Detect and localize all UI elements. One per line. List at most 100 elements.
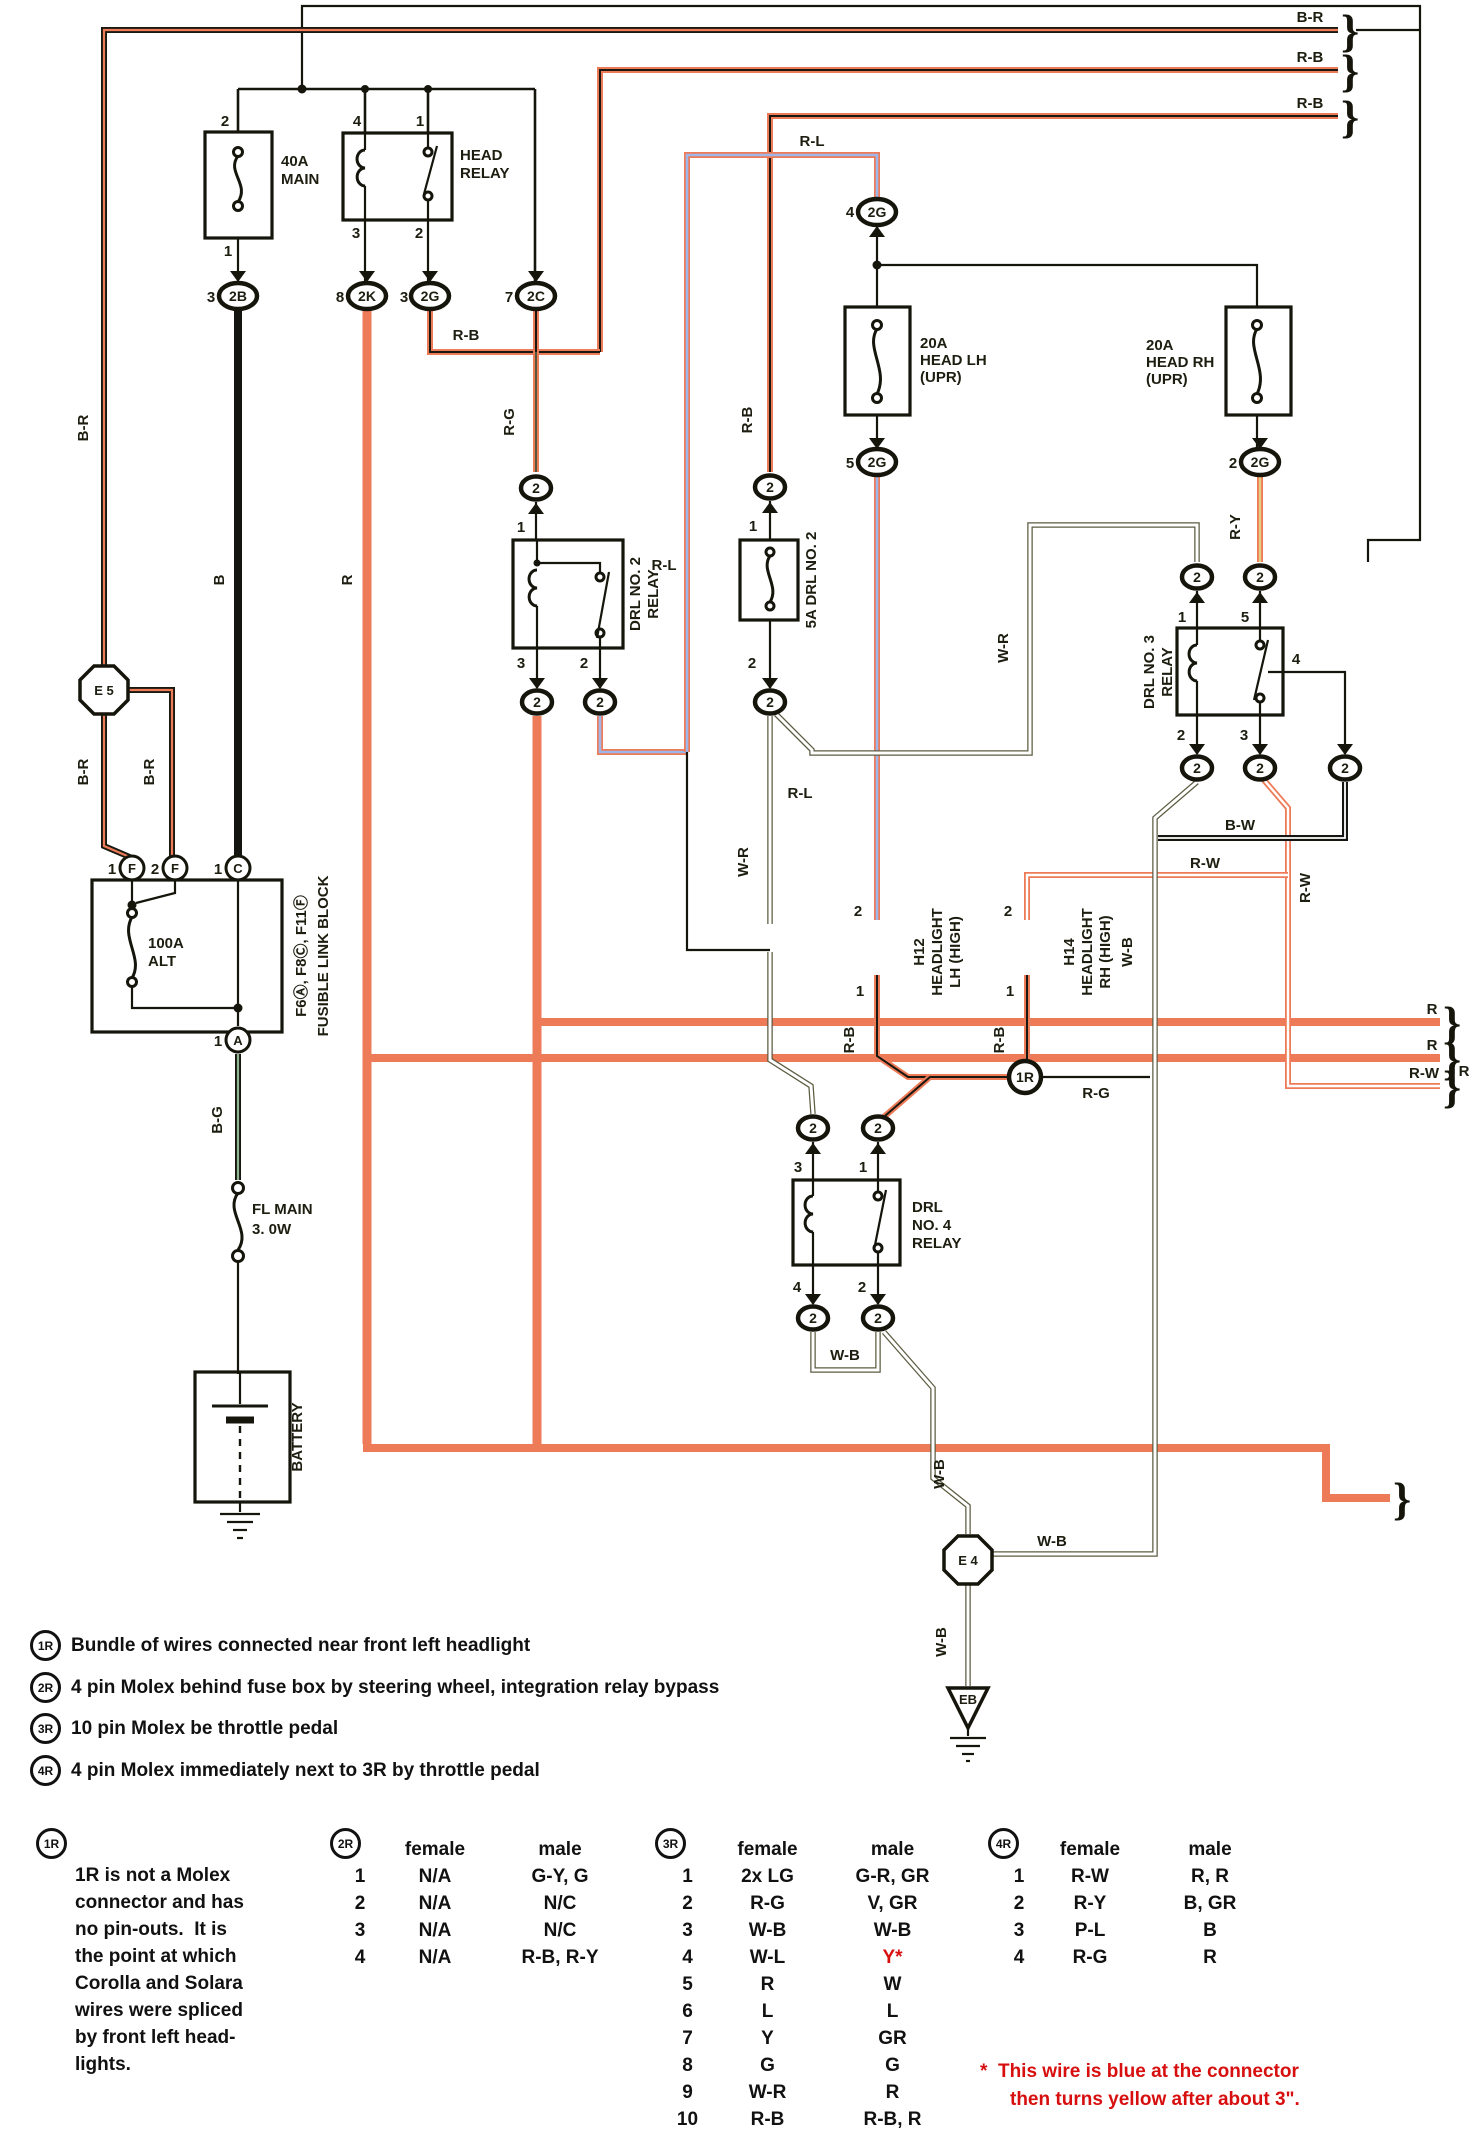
svg-text:R-B: R-B [991, 1027, 1008, 1054]
svg-text:RELAY: RELAY [645, 569, 662, 618]
svg-text:RH (HIGH): RH (HIGH) [1097, 915, 1114, 988]
svg-text:2G: 2G [421, 288, 440, 304]
svg-text:HEAD LH: HEAD LH [920, 352, 987, 369]
wire-labels: B-R R-B R-B B-R B-R B-R B R R-B R-G R-L … [75, 9, 1470, 1657]
svg-text:RELAY: RELAY [1159, 647, 1176, 696]
wire-w-r [767, 522, 1200, 1115]
wire-r-2k [362, 310, 1440, 1502]
svg-text:}: } [1443, 1033, 1461, 1084]
connector-e5: E 5 [78, 664, 130, 716]
svg-text:E 5: E 5 [94, 683, 114, 698]
svg-text:2: 2 [1193, 760, 1201, 776]
svg-text:R: R [339, 574, 356, 585]
wire-top-black-feed [300, 4, 1422, 562]
connector-2g-2: 2G 2 [1229, 438, 1282, 478]
ground-eb: EB [945, 1686, 991, 1763]
svg-text:C: C [233, 861, 243, 876]
svg-text:2: 2 [766, 479, 774, 495]
svg-text:R-W: R-W [1190, 855, 1221, 872]
fuse-lh-label: 20A [920, 335, 948, 352]
svg-text:R-G: R-G [1082, 1085, 1110, 1102]
col-male: male [1188, 1839, 1232, 1860]
svg-text:2C: 2C [527, 288, 545, 304]
svg-text:R-L: R-L [788, 785, 813, 802]
svg-text:2: 2 [415, 225, 423, 242]
note-2r-badge: 2R [30, 1672, 61, 1703]
svg-text:LH (HIGH): LH (HIGH) [947, 916, 964, 988]
svg-text:R-B: R-B [841, 1027, 858, 1054]
note-3r-badge: 3R [30, 1713, 61, 1744]
svg-text:2: 2 [874, 1310, 882, 1326]
svg-text:}: } [1341, 91, 1359, 142]
svg-text:2: 2 [1256, 760, 1264, 776]
svg-text:3: 3 [794, 1159, 802, 1176]
svg-text:1: 1 [1178, 609, 1186, 626]
svg-text:RELAY: RELAY [912, 1235, 961, 1252]
wire-splice-black [685, 752, 770, 952]
svg-text:3: 3 [1240, 727, 1248, 744]
relay-drl4-label: DRL [912, 1199, 943, 1216]
svg-text:W-B: W-B [933, 1627, 950, 1657]
fuse-40a-main: 40A MAIN 2 1 [203, 113, 319, 260]
relay-drl3: 2 2 1 5 DRL NO. 3 RELAY 4 2 3 2 2 2 [1141, 563, 1363, 782]
col-female: female [1059, 1839, 1121, 1860]
note-1r: 1R Bundle of wires connected near front … [30, 1630, 530, 1661]
svg-text:2: 2 [1004, 903, 1012, 920]
red-wire-value: Y* [882, 1947, 903, 1968]
note-2r: 2R 4 pin Molex behind fuse box by steeri… [30, 1672, 719, 1703]
svg-text:HEAD RH: HEAD RH [1146, 354, 1214, 371]
note-2r-text: 4 pin Molex behind fuse box by steering … [71, 1676, 720, 1698]
col-female: female [404, 1839, 466, 1860]
svg-text:2G: 2G [1251, 454, 1270, 470]
svg-text:(UPR): (UPR) [1146, 371, 1188, 388]
wire-r-l [597, 152, 880, 920]
note-3r: 3R 10 pin Molex be throttle pedal [30, 1713, 338, 1744]
wire-r-b-exports [597, 67, 1338, 472]
relay-head-label: HEAD [460, 147, 503, 164]
svg-text:W-B: W-B [830, 1347, 860, 1364]
svg-text:B-R: B-R [1297, 9, 1324, 26]
svg-text:}: } [1341, 45, 1359, 96]
fusible-link-fl-main: FL MAIN 3. 0W [231, 1181, 313, 1263]
headlight-h12: 2 1 H12 HEADLIGHT LH (HIGH) [854, 903, 964, 1000]
note-3r-text: 10 pin Molex be throttle pedal [71, 1717, 339, 1739]
connector-2g-3: 2G 3 [400, 271, 452, 312]
svg-text:}: } [1393, 1473, 1411, 1524]
svg-text:4: 4 [1292, 651, 1301, 668]
svg-text:A: A [233, 1033, 243, 1048]
svg-text:R-B: R-B [453, 327, 480, 344]
svg-text:F6Ⓐ, F8Ⓒ, F11Ⓕ: F6Ⓐ, F8Ⓒ, F11Ⓕ [292, 895, 310, 1017]
svg-text:2: 2 [1341, 760, 1349, 776]
svg-text:8: 8 [336, 289, 344, 306]
svg-text:1: 1 [224, 243, 232, 260]
wire-head-fuse-feeds [872, 226, 1259, 448]
svg-text:2G: 2G [868, 454, 887, 470]
wire-r-w [1024, 778, 1440, 1089]
table-2r-badge: 2R [330, 1828, 361, 1859]
svg-text:3: 3 [352, 225, 360, 242]
svg-text:W-R: W-R [995, 633, 1012, 663]
headlight-h14: 2 1 H14 HEADLIGHT RH (HIGH) [1004, 903, 1114, 1000]
svg-text:F: F [171, 861, 179, 876]
svg-text:R-L: R-L [652, 557, 677, 574]
wire-r-b-headlights [874, 975, 1030, 1125]
svg-text:4: 4 [793, 1279, 802, 1296]
svg-text:100A: 100A [148, 935, 184, 952]
col-female: female [737, 1839, 798, 1860]
svg-text:B-G: B-G [209, 1106, 226, 1134]
relay-drl2: 2 1 DRL NO. 2 RELAY 3 2 2 2 [511, 474, 662, 716]
svg-text:B: B [211, 574, 228, 585]
svg-text:2: 2 [858, 1279, 866, 1296]
svg-text:1: 1 [856, 983, 864, 1000]
relay-head: HEAD RELAY 4 1 3 2 [341, 113, 509, 242]
svg-text:R-W: R-W [1297, 872, 1314, 903]
svg-text:2: 2 [1229, 455, 1237, 472]
svg-text:E 4: E 4 [958, 1553, 978, 1568]
svg-text:HEADLIGHT: HEADLIGHT [929, 908, 946, 996]
svg-text:W-B: W-B [931, 1459, 948, 1489]
svg-text:2B: 2B [229, 288, 247, 304]
note-1r-text: Bundle of wires connected near front lef… [71, 1634, 531, 1656]
